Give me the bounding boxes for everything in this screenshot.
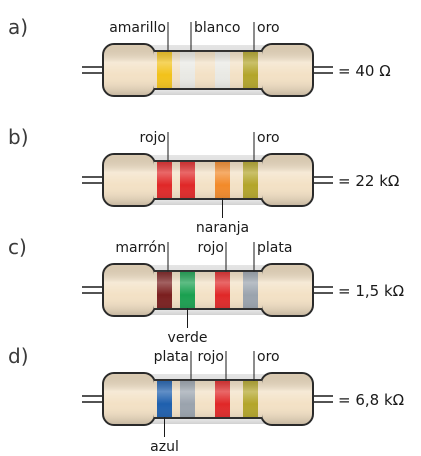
resistance-value: = 6,8 kΩ (338, 391, 404, 409)
resistor-cap-right (260, 372, 314, 426)
band-oro (243, 52, 258, 88)
band-label: amarillo (109, 20, 166, 36)
item-label: a) (8, 15, 28, 39)
band-label: naranja (196, 220, 249, 236)
band-label: verde (168, 330, 208, 346)
band-naranja (215, 162, 230, 198)
resistance-value: = 40 Ω (338, 62, 391, 80)
band-label: oro (257, 349, 280, 365)
band-label: rojo (140, 130, 166, 146)
band-rojo (157, 162, 172, 198)
item-label: d) (8, 344, 29, 368)
resistance-value: = 1,5 kΩ (338, 282, 404, 300)
band-label: oro (257, 130, 280, 146)
band-label: blanco (194, 20, 241, 36)
band-marron (157, 272, 172, 308)
band-rojo (180, 162, 195, 198)
resistor-cap-right (260, 43, 314, 97)
band-plata (243, 272, 258, 308)
resistor-cap-right (260, 263, 314, 317)
resistor-cap-left (102, 153, 156, 207)
band-label: rojo (198, 349, 224, 365)
band-blanco (215, 52, 230, 88)
band-rojo (215, 381, 230, 417)
band-label: plata (154, 349, 189, 365)
resistor-2: b) rojo naranja oro = 22 kΩ (8, 125, 399, 236)
band-rojo (215, 272, 230, 308)
item-label: b) (8, 125, 29, 149)
resistor-cap-right (260, 153, 314, 207)
resistance-value: = 22 kΩ (338, 172, 399, 190)
band-label: rojo (198, 240, 224, 256)
resistor-cap-left (102, 372, 156, 426)
resistor-1: a) amarillo blanco oro = 40 Ω (8, 15, 391, 97)
band-blanco (180, 52, 195, 88)
resistor-cap-left (102, 43, 156, 97)
band-label: marrón (115, 240, 166, 256)
band-oro (243, 162, 258, 198)
band-label: plata (257, 240, 292, 256)
band-label: oro (257, 20, 280, 36)
band-label: azul (150, 439, 179, 455)
band-plata (180, 381, 195, 417)
resistor-4: d) azul plata rojo oro = 6,8 kΩ (8, 344, 404, 455)
band-azul (157, 381, 172, 417)
item-label: c) (8, 235, 27, 259)
resistor-cap-left (102, 263, 156, 317)
band-amarillo (157, 52, 172, 88)
band-oro (243, 381, 258, 417)
band-verde (180, 272, 195, 308)
resistor-3: c) marrón verde rojo plata = 1,5 kΩ (8, 235, 404, 346)
